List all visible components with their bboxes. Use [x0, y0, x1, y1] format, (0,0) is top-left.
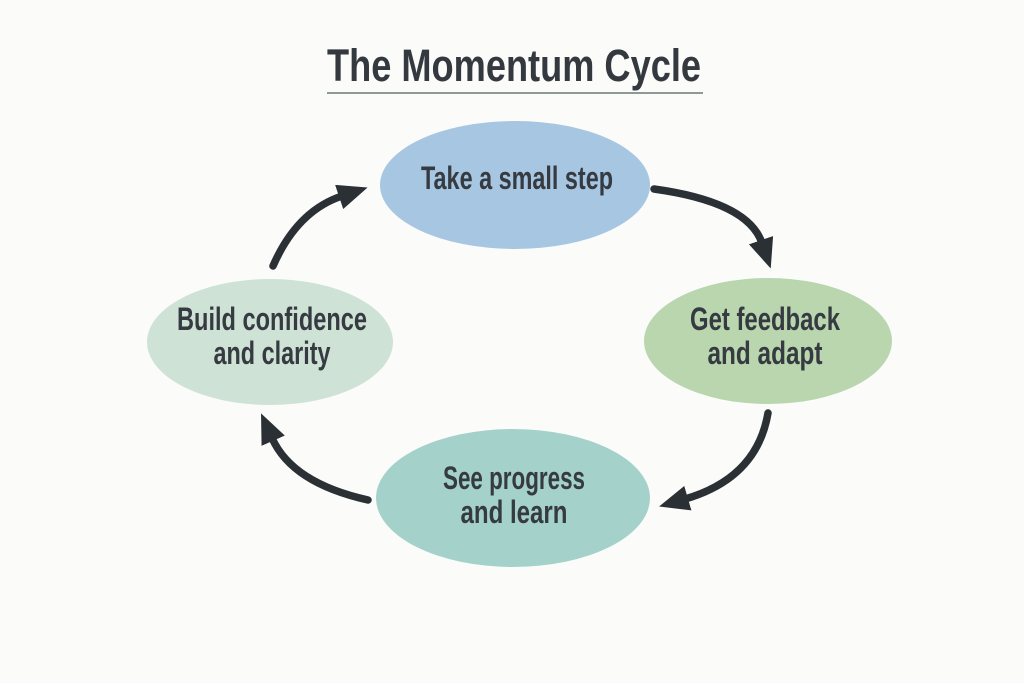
arrow-feedback-to-progress: [659, 409, 772, 511]
node-label: Get feedback: [690, 301, 840, 337]
arrow-step-to-feedback: [650, 185, 774, 269]
node-ellipse: [147, 279, 393, 405]
node-see-progress-and-learn: See progress and learn: [376, 429, 650, 567]
node-ellipse: [376, 429, 650, 567]
node-label: and clarity: [214, 335, 331, 371]
page-title: The Momentum Cycle: [327, 40, 701, 91]
node-take-a-small-step: Take a small step: [380, 121, 650, 249]
node-label: Take a small step: [421, 160, 613, 196]
node-ellipse: [380, 121, 650, 249]
arrow-confidence-to-step: [269, 184, 368, 270]
arrow-progress-to-confidence: [261, 413, 372, 504]
node-ellipse: [644, 278, 892, 404]
node-label: and learn: [461, 494, 568, 530]
node-label: and adapt: [708, 335, 823, 371]
node-label: See progress: [443, 460, 585, 496]
node-build-confidence-and-clarity: Build confidence and clarity: [147, 279, 393, 405]
node-get-feedback-and-adapt: Get feedback and adapt: [644, 278, 892, 404]
node-label: Build confidence: [177, 301, 367, 337]
